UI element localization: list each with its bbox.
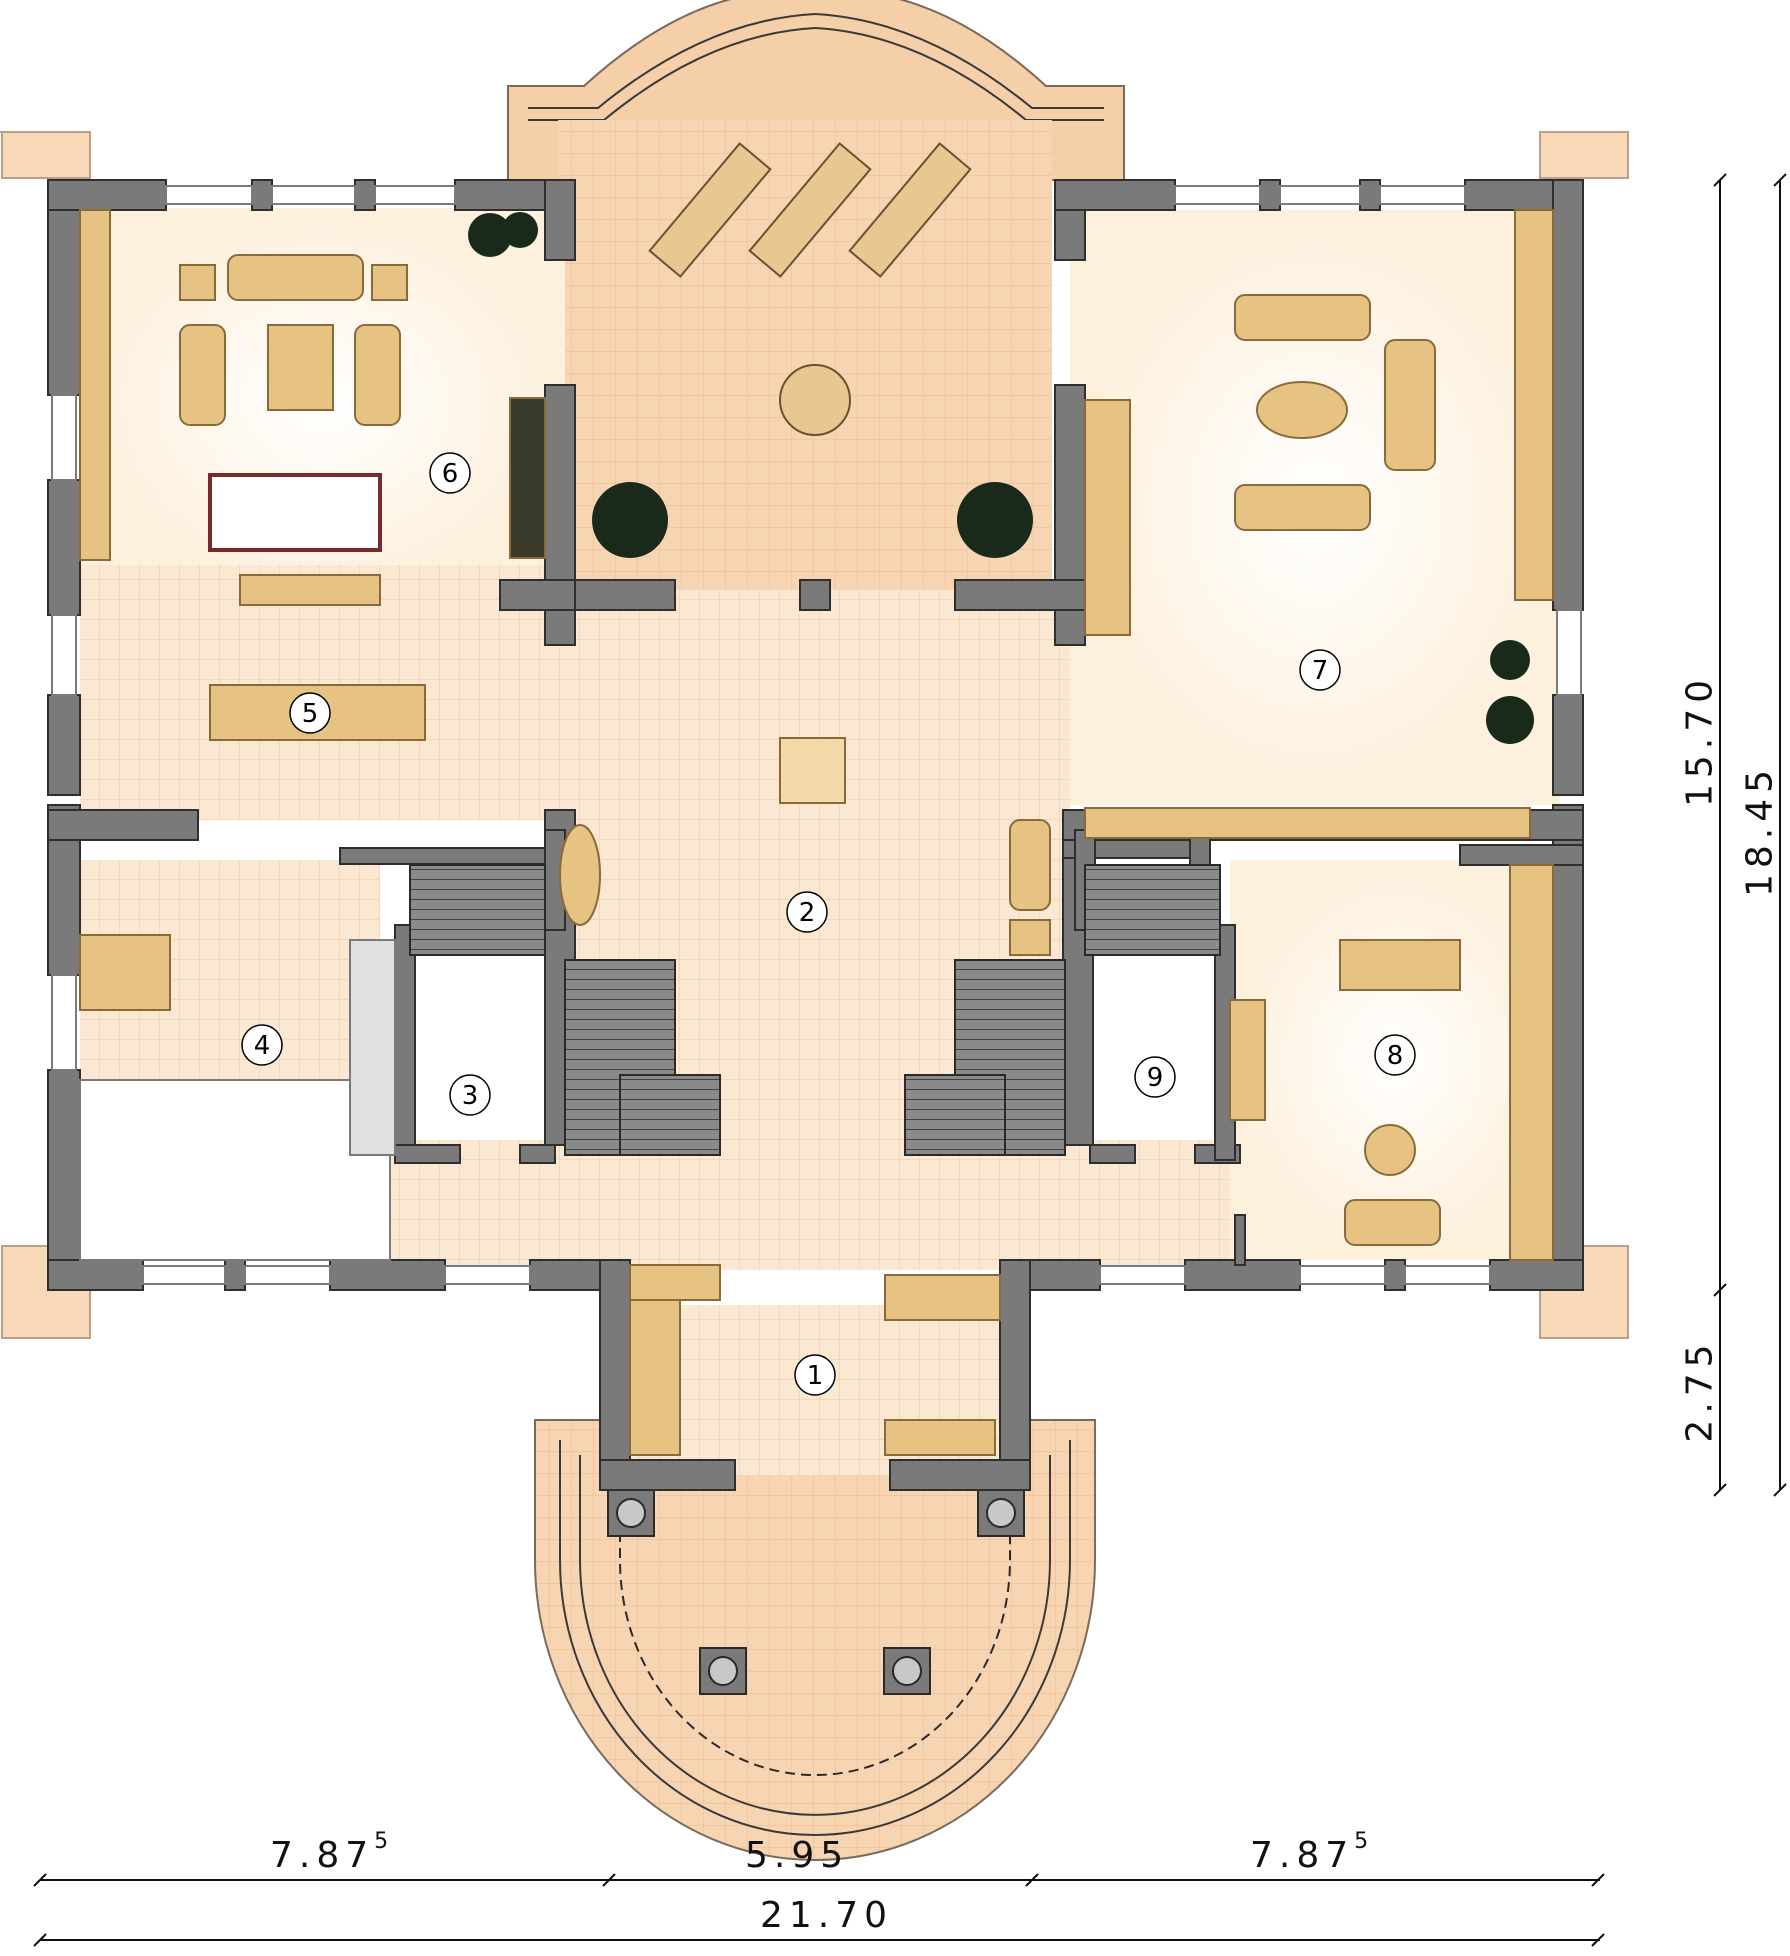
- dim-bottom-left: 7.875: [270, 1829, 388, 1876]
- svg-text:9: 9: [1147, 1063, 1164, 1093]
- dim-bottom-middle: 5.95: [745, 1835, 850, 1876]
- svg-text:7: 7: [1312, 656, 1329, 686]
- svg-text:5: 5: [302, 699, 319, 729]
- room-1-label: 1: [794, 1354, 836, 1396]
- dim-bottom-right: 7.875: [1250, 1829, 1368, 1876]
- front-terrace: [534, 1419, 1096, 1861]
- dim-bottom-right-sup: 5: [1354, 1829, 1369, 1854]
- svg-text:8: 8: [1387, 1041, 1404, 1071]
- staircases: [409, 864, 1221, 1156]
- room-3-label: 3: [449, 1074, 491, 1116]
- dim-right-inner-top: 15.70: [1679, 673, 1721, 808]
- windows: [51, 185, 1582, 1285]
- courtyard-furniture: [648, 142, 972, 436]
- dim-bottom-left-sup: 5: [374, 1829, 389, 1854]
- room-5-label: 5: [289, 692, 331, 734]
- room-4-label: 4: [241, 1024, 283, 1066]
- svg-text:6: 6: [442, 459, 459, 489]
- dim-right-inner-bottom: 2.75: [1679, 1338, 1721, 1443]
- plants: [468, 212, 1534, 744]
- room-7-label: 7: [1299, 649, 1341, 691]
- svg-text:1: 1: [807, 1361, 824, 1391]
- room-6-label: 6: [429, 452, 471, 494]
- room-2-label: 2: [786, 891, 828, 933]
- room-labels: 1 2 3 4 5 6 7 8 9: [241, 452, 1416, 1396]
- dim-bottom-right-value: 7.87: [1250, 1835, 1355, 1876]
- svg-text:4: 4: [254, 1031, 271, 1061]
- room-8-label: 8: [1374, 1034, 1416, 1076]
- svg-text:3: 3: [462, 1081, 479, 1111]
- dim-ticks: [33, 173, 1787, 1947]
- dim-bottom-left-value: 7.87: [270, 1835, 375, 1876]
- dim-bottom-total: 21.70: [760, 1895, 894, 1936]
- room-9-label: 9: [1134, 1056, 1176, 1098]
- dimension-lines: [33, 173, 1787, 1947]
- svg-text:2: 2: [799, 898, 816, 928]
- dim-right-outer: 18.45: [1739, 763, 1781, 898]
